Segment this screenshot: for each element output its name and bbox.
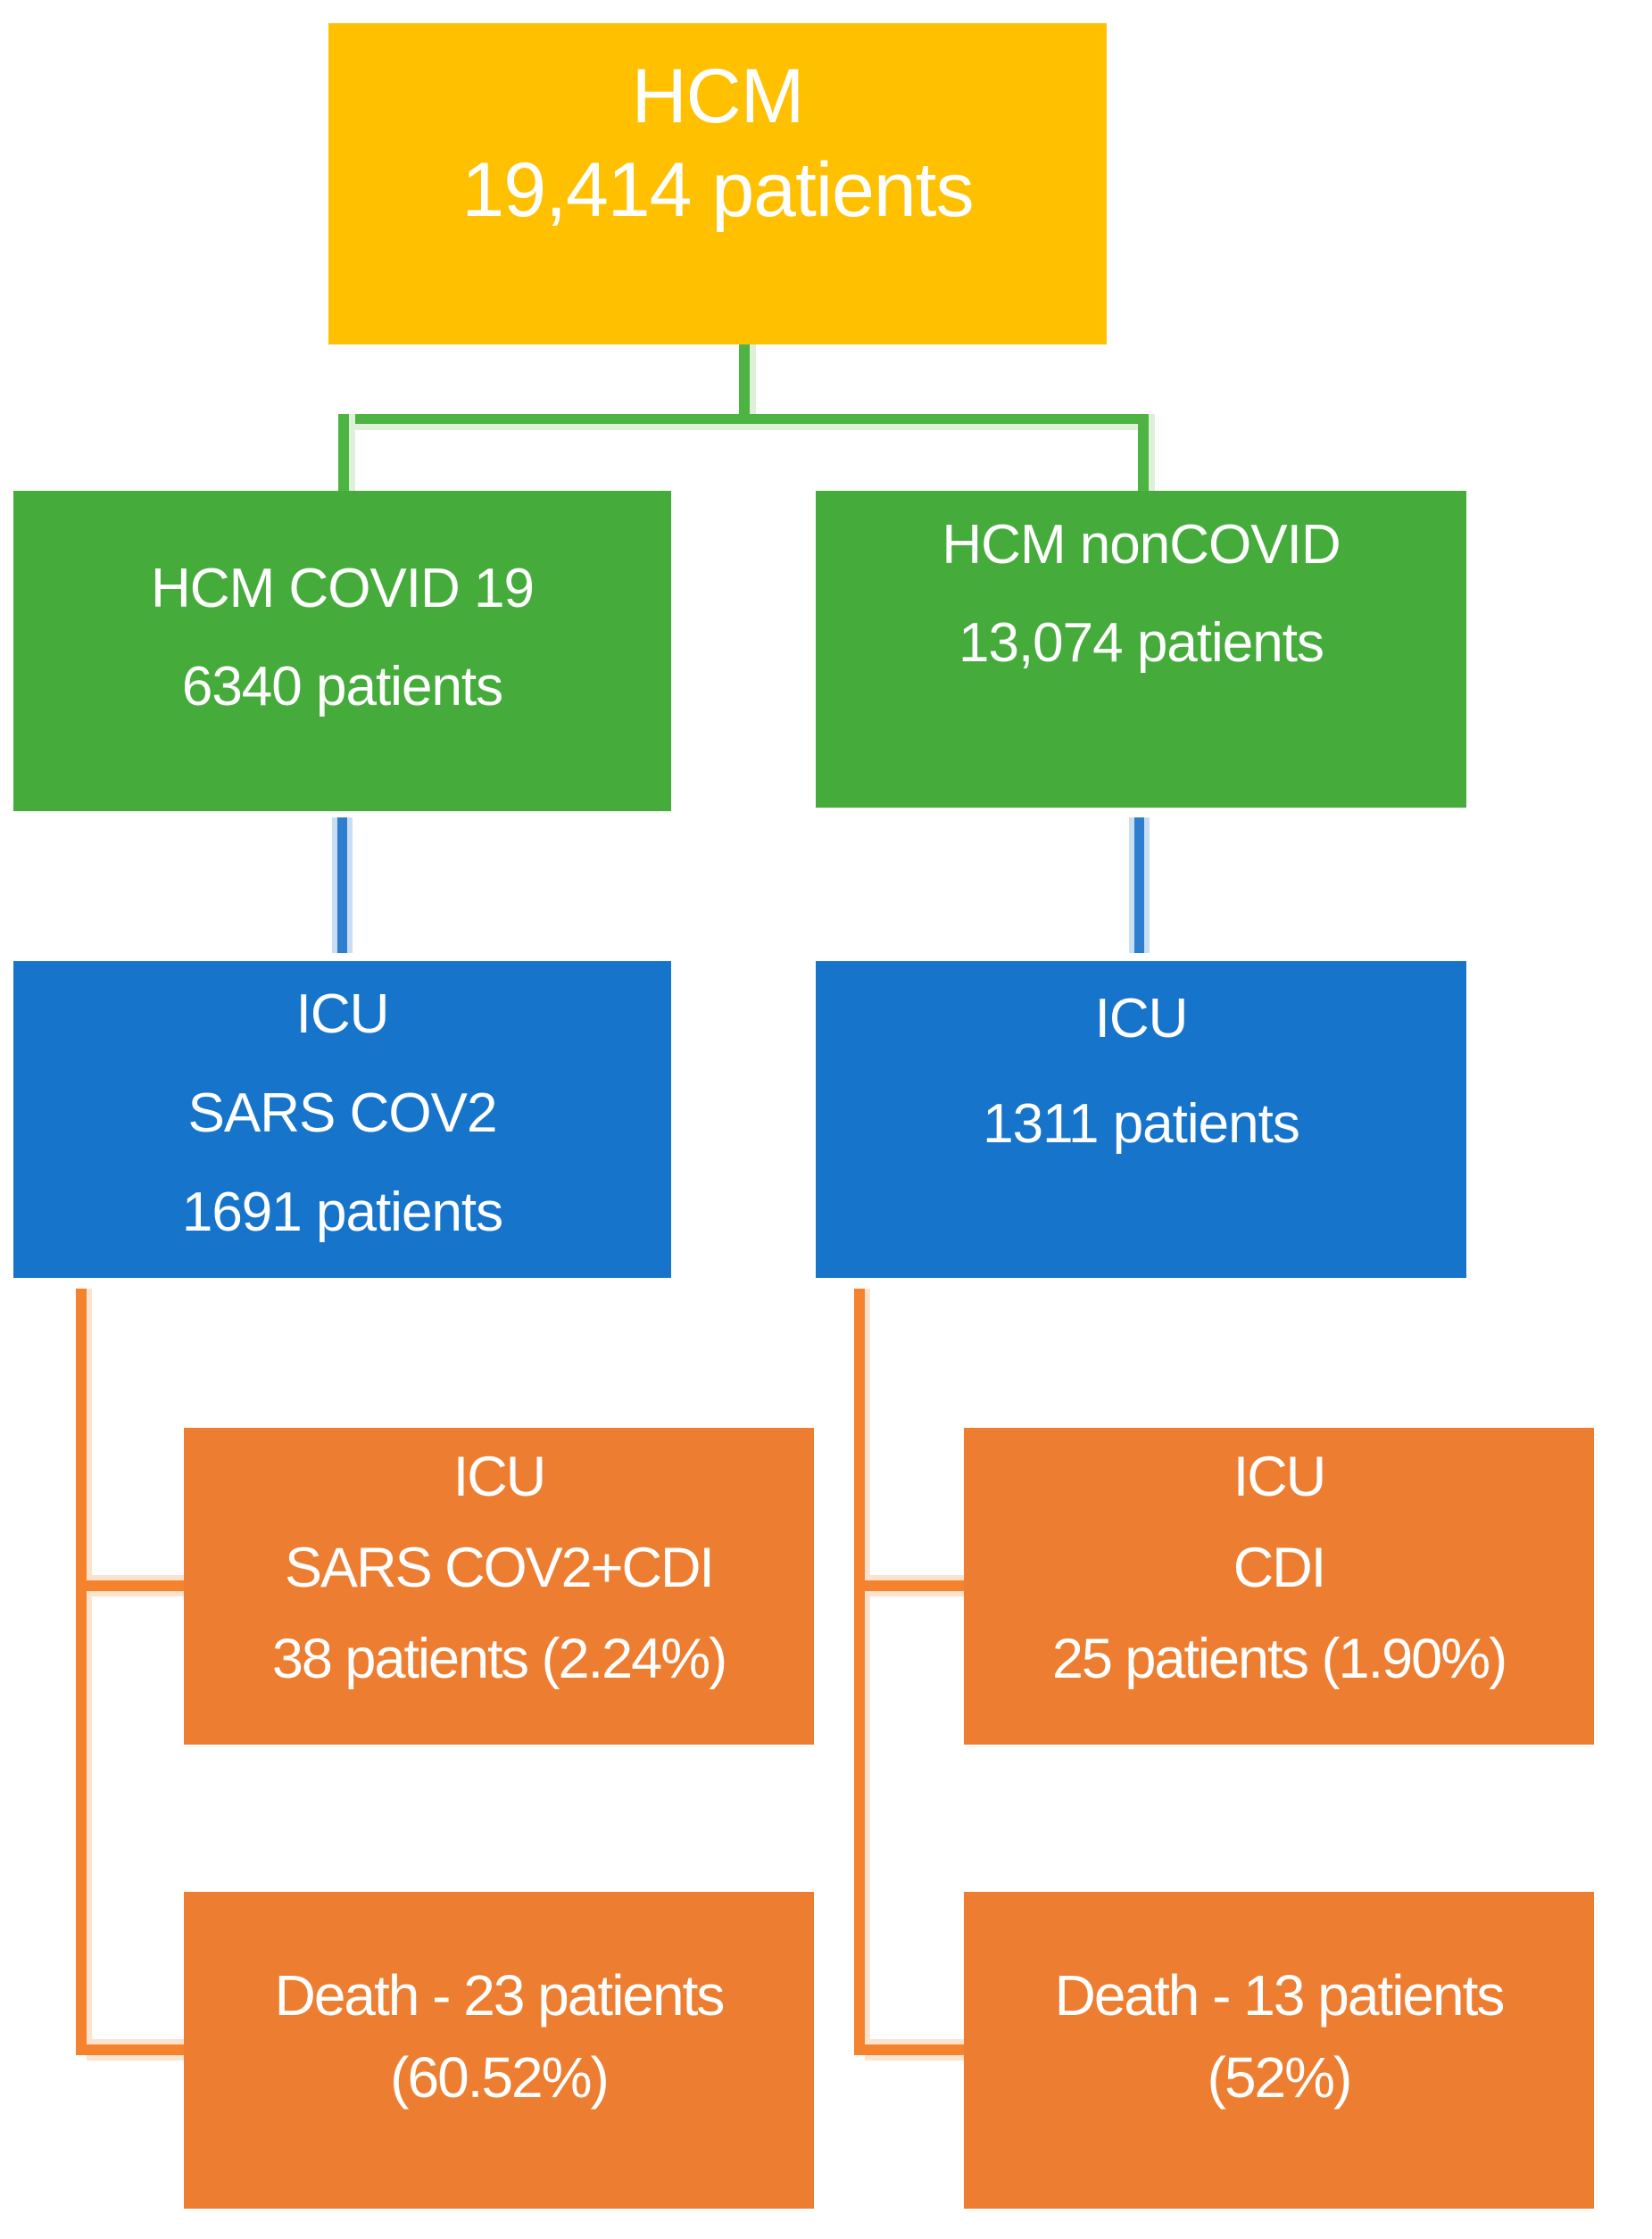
node-subtitle: SARS COV2 (187, 1082, 498, 1144)
node-title: ICU (1094, 988, 1189, 1049)
node-count: 38 patients (2.24%) (271, 1628, 727, 1690)
node-death-covid: Death - 23 patients (60.52%) (184, 1892, 814, 2209)
node-subtitle: SARS COV2+CDI (285, 1537, 715, 1599)
connector-root-drop (739, 344, 750, 424)
node-count: 6340 patients (181, 656, 503, 717)
connector-icu-covid-bracket (76, 1289, 87, 2055)
node-death-noncovid: Death - 13 patients (52%) (964, 1892, 1594, 2209)
connector-icu-covid-to-cdi (87, 1580, 184, 1591)
connector-icu-covid-to-death (87, 2044, 184, 2055)
node-icu-noncovid: ICU 1311 patients (816, 961, 1466, 1278)
node-title: Death - 13 patients (1054, 1963, 1506, 2028)
node-icu-sars-cov2: ICU SARS COV2 1691 patients (13, 961, 671, 1278)
node-title: ICU (295, 983, 390, 1045)
connector-branch-horizontal (338, 414, 1149, 424)
node-count: 25 patients (1.90%) (1051, 1628, 1507, 1690)
connector-noncovid-drop (1138, 414, 1149, 491)
connector-covid-drop (338, 414, 349, 491)
node-count: 19,414 patients (461, 147, 974, 233)
node-title: ICU (1233, 1446, 1326, 1508)
node-hcm-total: HCM 19,414 patients (328, 23, 1107, 344)
node-title: HCM (631, 54, 805, 139)
node-title: HCM nonCOVID (942, 514, 1341, 576)
node-count: 1691 patients (181, 1182, 503, 1243)
node-count: 13,074 patients (958, 612, 1324, 674)
connector-covid-to-icu (337, 817, 347, 953)
node-count: (60.52%) (390, 2045, 610, 2110)
node-title: ICU (452, 1446, 546, 1508)
node-title: Death - 23 patients (274, 1963, 726, 2028)
node-icu-sars-cov2-cdi: ICU SARS COV2+CDI 38 patients (2.24%) (184, 1428, 814, 1745)
node-title: HCM COVID 19 (151, 558, 535, 619)
node-icu-cdi: ICU CDI 25 patients (1.90%) (964, 1428, 1594, 1745)
node-hcm-noncovid: HCM nonCOVID 13,074 patients (816, 491, 1466, 808)
connector-noncovid-to-icu (1134, 817, 1144, 953)
node-hcm-covid19: HCM COVID 19 6340 patients (13, 491, 671, 811)
node-count: (52%) (1207, 2045, 1353, 2110)
node-count: 1311 patients (983, 1093, 1300, 1155)
connector-icu-noncovid-to-cdi (865, 1580, 964, 1591)
connector-icu-noncovid-bracket (854, 1289, 865, 2055)
node-subtitle: CDI (1233, 1537, 1326, 1599)
connector-icu-noncovid-to-death (865, 2044, 964, 2055)
